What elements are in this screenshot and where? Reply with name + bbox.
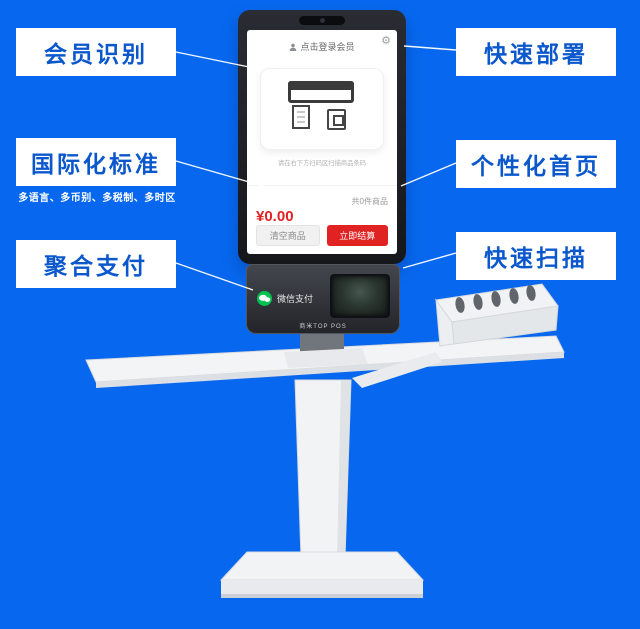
- scan-hint-text: 请在右下方扫码区扫描商品条码: [277, 160, 367, 167]
- mount-plate: [284, 348, 368, 368]
- brand-label: 商米TOP POS: [299, 324, 347, 330]
- pedestal-column-shade: [337, 380, 351, 558]
- printer-icon: [288, 81, 354, 103]
- base-bottom-line: [221, 594, 423, 598]
- wechat-pay-label: 微信支付: [277, 294, 314, 304]
- login-prompt-label: 点击登录会员: [300, 42, 355, 52]
- person-icon: [290, 43, 297, 51]
- international-standard-subtitle: 多语言、多币别、多税制、多时区: [18, 193, 176, 204]
- checkout-button[interactable]: 立即结算: [326, 225, 388, 246]
- scanner-basket-front: [451, 305, 559, 345]
- callout-fast-scan: 快速扫描: [456, 232, 616, 280]
- total-price: ¥0.00: [256, 208, 294, 225]
- settings-gear-icon[interactable]: ⚙: [381, 35, 391, 47]
- camera-slot: [299, 16, 345, 25]
- items-count: 共0件商品: [351, 197, 388, 206]
- base-top: [219, 551, 425, 581]
- clear-items-button[interactable]: 清空商品: [256, 225, 320, 246]
- basket-slots: [455, 285, 536, 313]
- camera-icon: [320, 18, 325, 23]
- receipt-icon: [292, 105, 310, 129]
- table-gusset: [352, 352, 442, 388]
- callout-member-recognition: 会员识别: [16, 28, 176, 76]
- callout-personalized-home: 个性化首页: [456, 140, 616, 188]
- wechat-pay-icon: [257, 291, 272, 306]
- kiosk-touchscreen: 点击登录会员 ⚙ 请在右下方扫码区扫描商品条码 共0件商品 ¥0.00 清空商品…: [247, 30, 397, 254]
- callout-rapid-deployment: 快速部署: [456, 28, 616, 76]
- callout-international-standard: 国际化标准: [16, 138, 176, 186]
- table-front-edge: [96, 352, 564, 388]
- base-front: [221, 580, 423, 596]
- barcode-scanner-window[interactable]: [330, 274, 390, 318]
- action-buttons-row: 清空商品 立即结算: [256, 225, 388, 246]
- kiosk-screen-bezel: 点击登录会员 ⚙ 请在右下方扫码区扫描商品条码 共0件商品 ¥0.00 清空商品…: [238, 10, 406, 264]
- wechat-pay-row: 微信支付: [257, 291, 313, 306]
- barcode-tag-icon: [327, 109, 346, 130]
- callout-aggregate-payment: 聚合支付: [16, 240, 176, 288]
- payment-module: 微信支付 商米TOP POS: [246, 264, 400, 334]
- scan-illustration-card: [260, 68, 384, 150]
- divider: [247, 185, 397, 186]
- login-prompt[interactable]: 点击登录会员: [247, 40, 397, 53]
